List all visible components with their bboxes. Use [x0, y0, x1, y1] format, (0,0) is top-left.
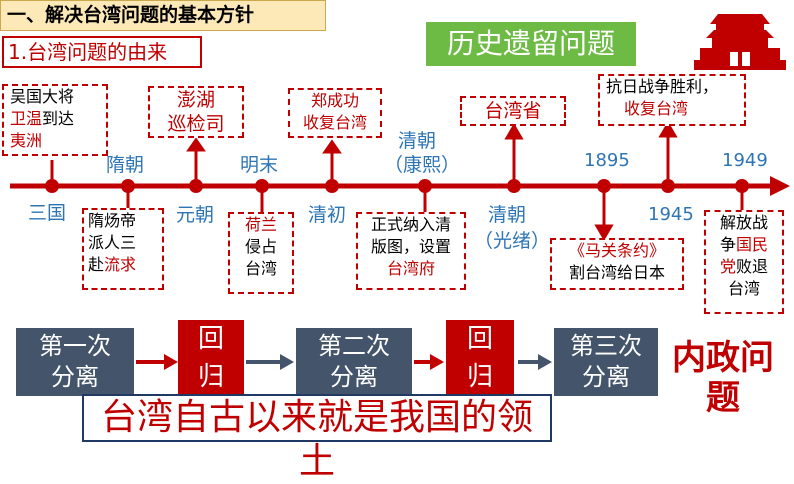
- conclusion-banner: 台湾自古以来就是我国的领土: [82, 394, 552, 482]
- event-jiefang: 解放战 争国民 党败退 台湾: [704, 210, 784, 314]
- label-yuanchao: 元朝: [176, 204, 215, 226]
- third-separation-box: 第三次 分离: [554, 328, 658, 396]
- label-1949: 1949: [722, 150, 768, 171]
- event-kangri: 抗日战争胜利， 收复台湾: [598, 74, 746, 126]
- node-mingmo: [255, 179, 269, 193]
- subsection-title: 1.台湾问题的由来: [2, 36, 202, 68]
- event-taiwansheng: 台湾省: [460, 96, 566, 126]
- event-wu-line1: 吴国大将: [10, 87, 75, 106]
- node-qingchu: [325, 179, 339, 193]
- event-wu: 吴国大将 卫温到达 夷洲: [2, 84, 108, 156]
- event-sui: 隋炀帝 派人三 赴流求: [82, 208, 164, 290]
- label-sanguo: 三国: [28, 202, 67, 224]
- event-helan: 荷兰 侵占 台湾: [228, 212, 294, 294]
- node-sanguo: [45, 179, 59, 193]
- event-penghu: 澎湖 巡检司: [148, 86, 244, 138]
- label-1945: 1945: [648, 204, 694, 225]
- node-1945: [661, 179, 675, 193]
- event-zheng: 郑成功 收复台湾: [288, 88, 382, 138]
- event-maguan: 《马关条约》 割台湾给日本: [550, 238, 684, 290]
- timeline-diagram: [10, 121, 790, 370]
- label-suichao: 隋朝: [106, 154, 145, 176]
- label-guangxu-2: （光绪）: [474, 230, 551, 252]
- flow-arrow-1: [164, 354, 178, 370]
- flow-arrow-4: [538, 354, 552, 370]
- flow-arrow-3: [430, 354, 444, 370]
- second-separation-box: 第二次 分离: [296, 328, 412, 396]
- second-return-box: 回 归: [446, 320, 514, 400]
- node-suichao: [121, 179, 135, 193]
- event-wu-line3: 夷洲: [10, 131, 43, 150]
- first-separation-box: 第一次 分离: [16, 328, 134, 396]
- label-qingchu: 清初: [308, 204, 347, 226]
- node-1949: [735, 179, 749, 193]
- node-guangxu: [507, 179, 521, 193]
- node-kangxi: [418, 179, 432, 193]
- node-yuanchao: [189, 179, 203, 193]
- flow-arrow-2: [280, 354, 294, 370]
- event-qing: 正式纳入清 版图，设置 台湾府: [356, 212, 466, 290]
- node-1895: [597, 179, 611, 193]
- event-wu-line2: 卫温到达: [10, 109, 75, 128]
- label-mingmo: 明末: [240, 154, 279, 176]
- label-1895: 1895: [584, 150, 630, 171]
- historical-issue-banner: 历史遗留问题: [426, 22, 636, 66]
- label-kangxi-1: 清朝: [398, 130, 437, 152]
- label-kangxi-2: （康熙）: [384, 154, 461, 176]
- timeline-arrowhead: [770, 176, 790, 196]
- first-return-box: 回 归: [178, 320, 244, 400]
- label-guangxu-1: 清朝: [488, 204, 527, 226]
- internal-affairs-label: 内政问 题: [672, 338, 774, 418]
- section-header: 一、解决台湾问题的基本方针: [0, 0, 326, 31]
